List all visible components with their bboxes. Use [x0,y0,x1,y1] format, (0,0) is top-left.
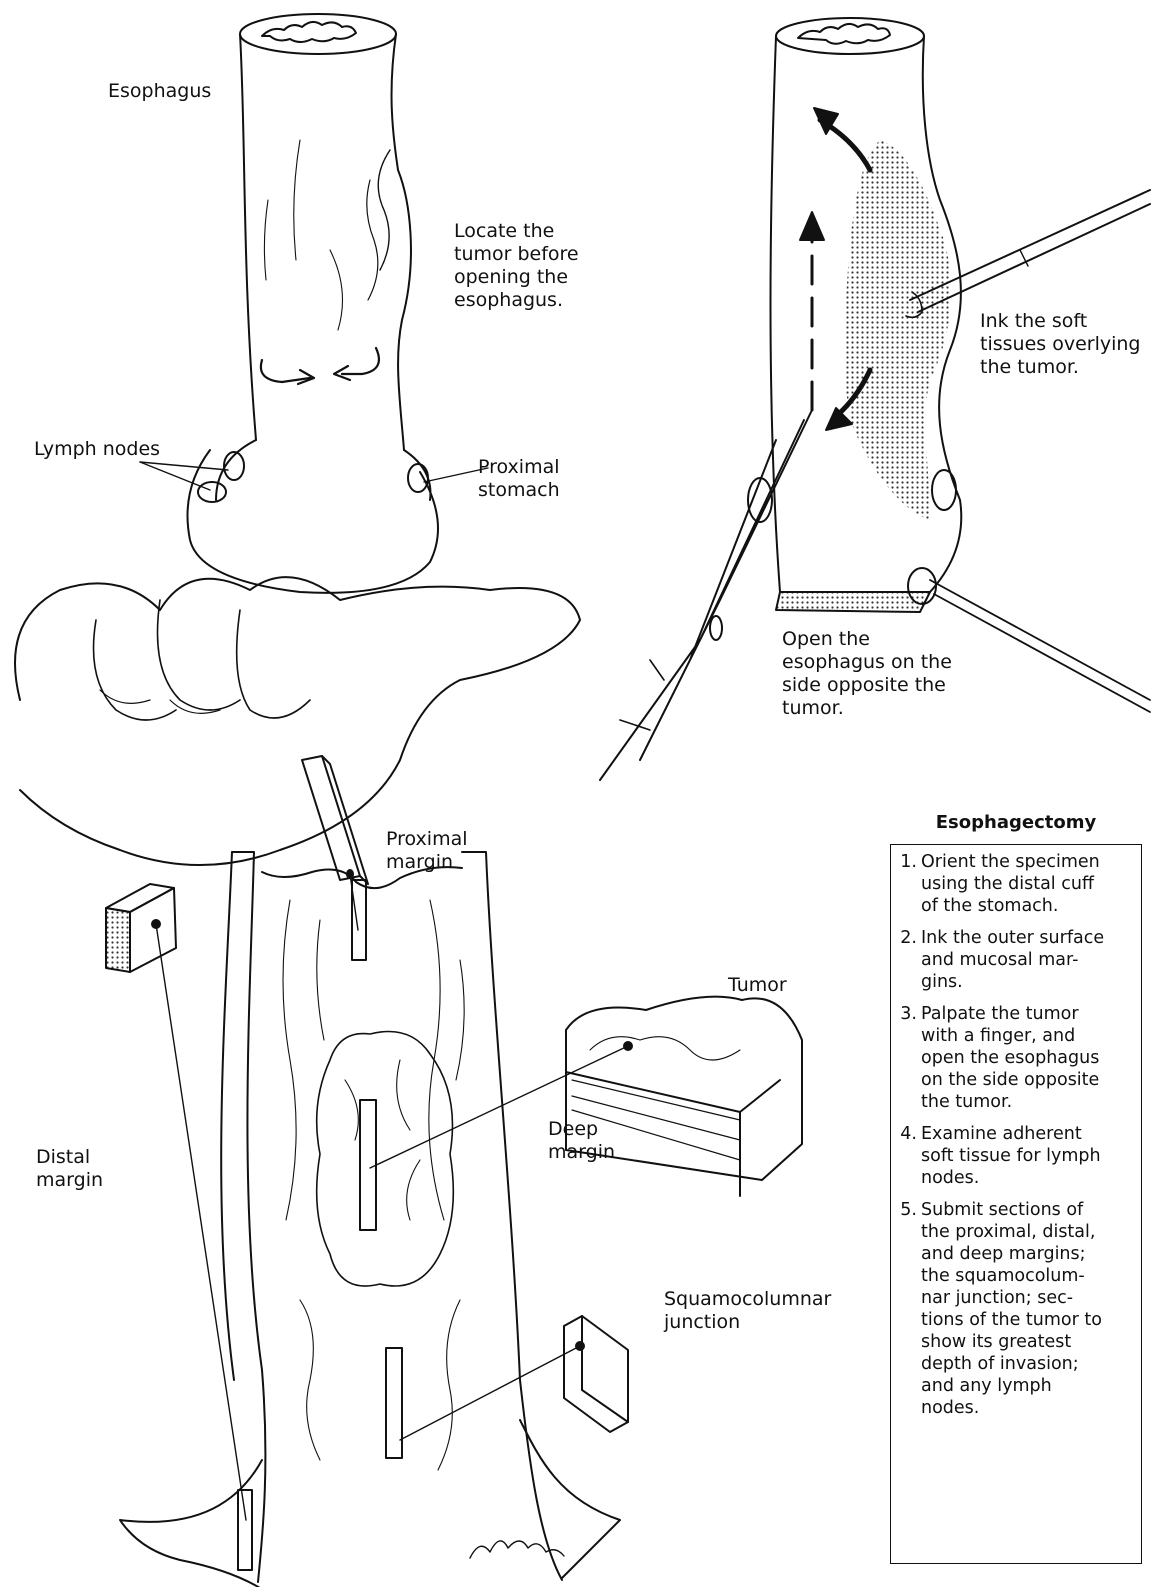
step-line: depth of invasion; [921,1353,1137,1375]
step-line: of the stomach. [921,895,1137,917]
label-locate-tumor: Locate the tumor before opening the esop… [454,220,579,312]
step-line: using the distal cuff [921,873,1137,895]
step-line: gins. [921,971,1137,993]
label-ink-soft-tissues: Ink the soft tissues overlying the tumor… [980,310,1140,379]
step-line: the proximal, distal, [921,1221,1137,1243]
step-line: and any lymph [921,1375,1137,1397]
step-number: 5. [895,1199,921,1419]
step-line: soft tissue for lymph [921,1145,1137,1167]
label-proximal-stomach: Proximal stomach [478,456,560,502]
step-line: tions of the tumor to [921,1309,1137,1331]
section-distal-margin [106,884,246,1520]
step-number: 3. [895,1003,921,1113]
step-line: and mucosal mar- [921,949,1137,971]
step-line: Ink the outer surface [921,927,1137,949]
esophagus-tube-1 [240,34,256,440]
section-tumor-block [370,997,802,1196]
step-line: Palpate the tumor [921,1003,1137,1025]
inked-tumor-area [845,140,952,520]
step-line: nodes. [921,1167,1137,1189]
rotate-arrow-right [342,348,379,374]
step-line: show its greatest [921,1331,1137,1353]
step-line: the tumor. [921,1091,1137,1113]
opened-wall-right [462,852,562,1580]
section-squamocolumnar-junction [400,1316,628,1440]
opened-wall-left [232,852,265,1582]
label-proximal-margin: Proximal margin [386,828,468,874]
label-tumor: Tumor [728,974,787,997]
step-line: and deep margins; [921,1243,1137,1265]
step-line: nodes. [921,1397,1137,1419]
step-number: 4. [895,1123,921,1189]
label-lymph-nodes: Lymph nodes [34,438,160,461]
label-open-esophagus: Open the esophagus on the side opposite … [782,628,952,720]
label-squamocolumnar-junction: Squamocolumnar junction [664,1288,831,1334]
step-line: Orient the specimen [921,851,1137,873]
label-deep-margin: Deep margin [548,1118,615,1164]
step-line: the squamocolum- [921,1265,1137,1287]
lymph-node-3 [408,464,428,492]
step-line: Submit sections of [921,1199,1137,1221]
step-line: on the side opposite [921,1069,1137,1091]
section-proximal-margin [302,756,368,930]
step-number: 1. [895,851,921,917]
step-line: with a finger, and [921,1025,1137,1047]
step-line: Examine adherent [921,1123,1137,1145]
step-number: 2. [895,927,921,993]
lymph-node-1 [198,482,226,502]
steps-title: Esophagectomy [890,812,1142,834]
label-esophagus: Esophagus [108,80,211,103]
step-line: open the esophagus [921,1047,1137,1069]
step-line: nar junction; sec- [921,1287,1137,1309]
label-distal-margin: Distal margin [36,1146,103,1192]
hand [15,577,580,865]
panel-opened-esophagus [120,852,620,1587]
